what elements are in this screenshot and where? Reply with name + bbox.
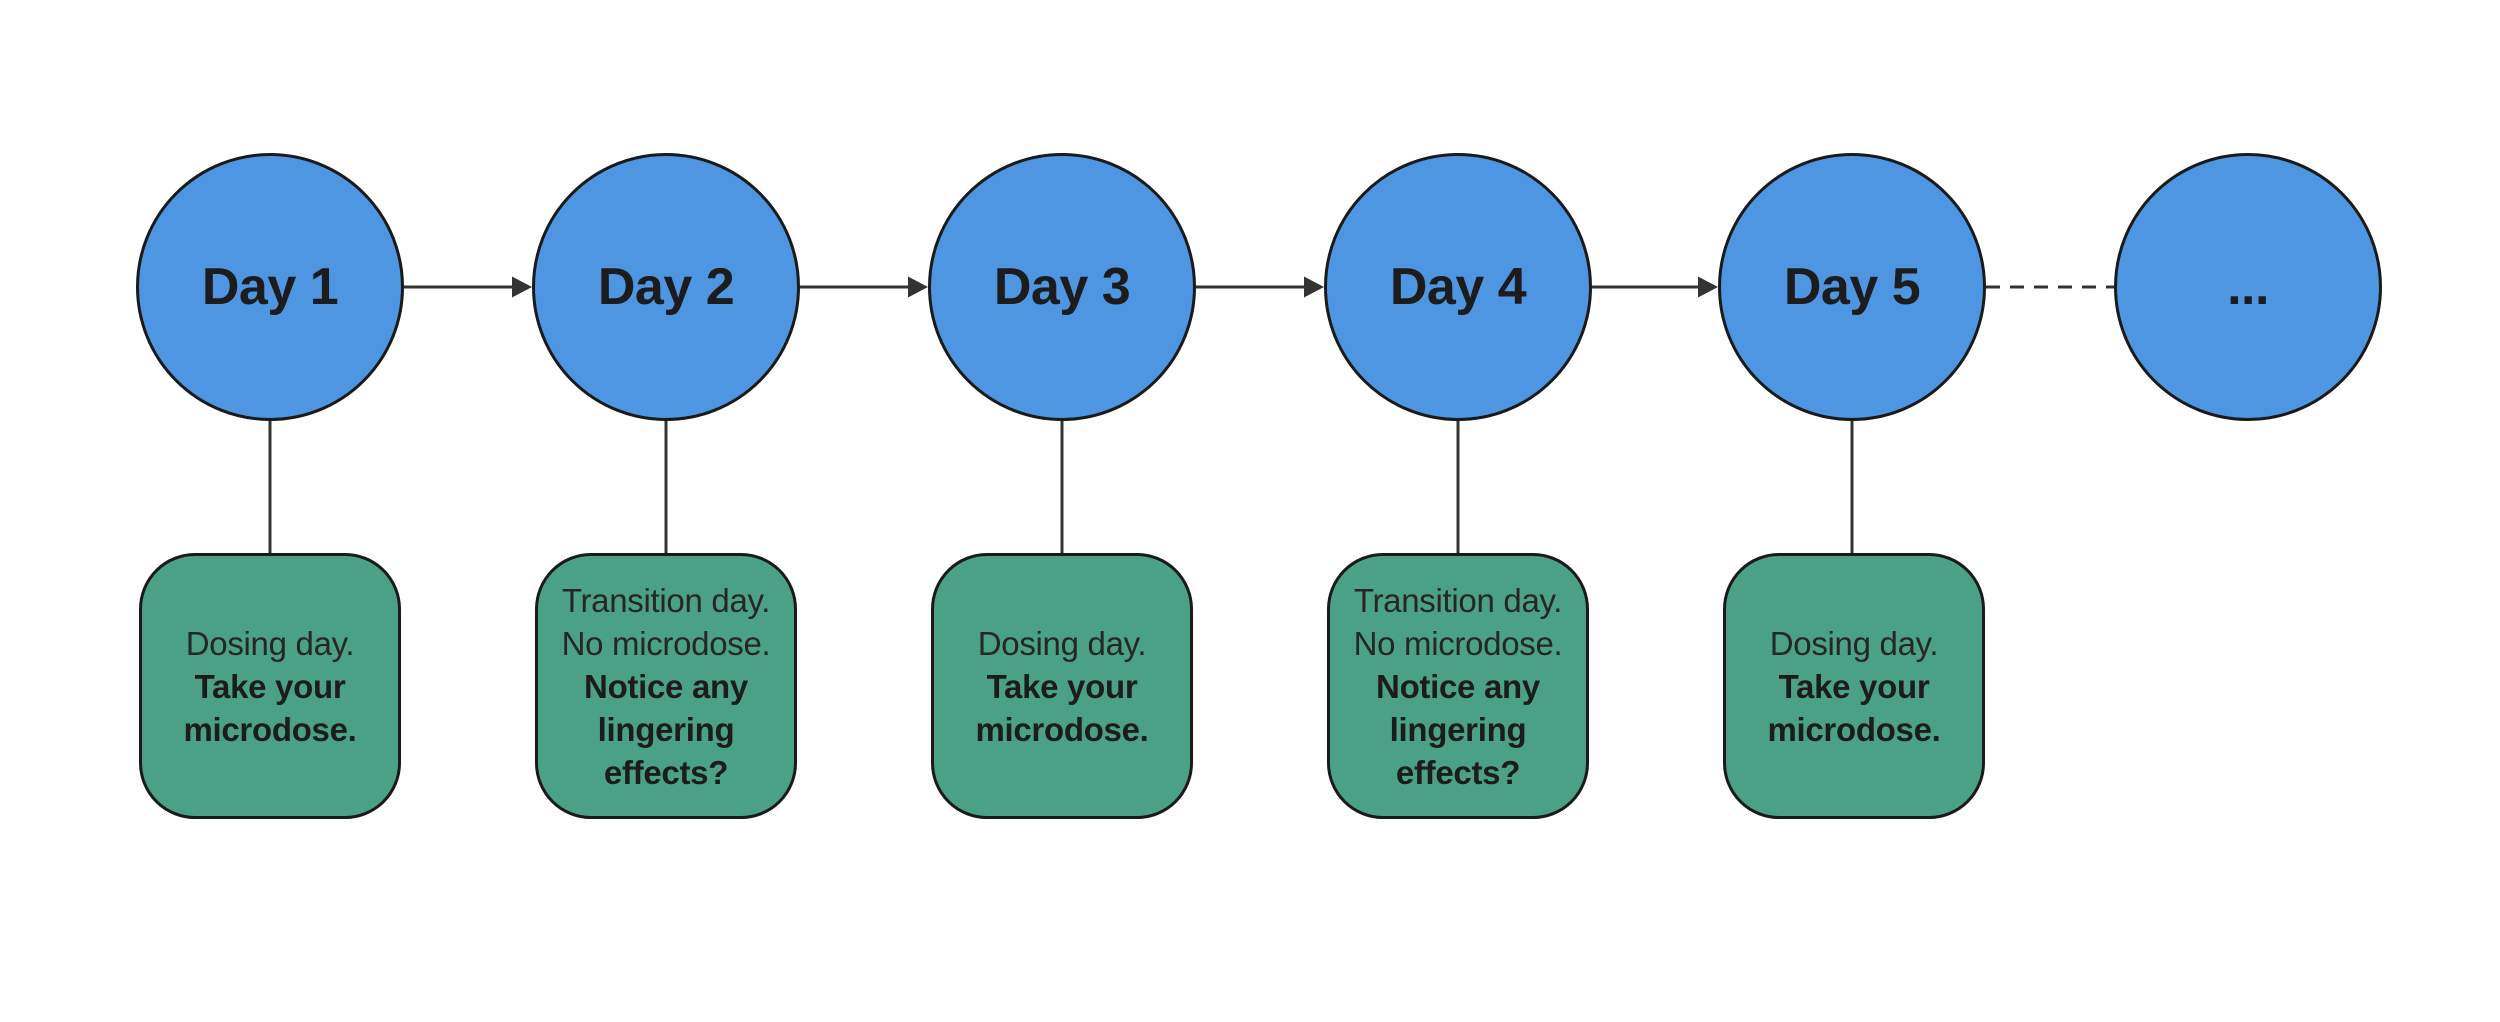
arrow-day4-day5 xyxy=(1592,276,1718,298)
note-day-2: Transition day. No microdose. Notice any… xyxy=(535,553,797,819)
note-day-4: Transition day. No microdose. Notice any… xyxy=(1327,553,1589,819)
arrow-day2-day3 xyxy=(800,276,928,298)
node-day-2-label: Day 2 xyxy=(597,258,735,316)
note-day-4-line-1: Transition day. xyxy=(1353,581,1563,619)
note-day-1-line-2: Take your xyxy=(194,667,346,705)
node-day-2: Day 2 xyxy=(532,153,800,421)
node-day-4: Day 4 xyxy=(1324,153,1592,421)
node-day-3-label: Day 3 xyxy=(993,258,1131,316)
note-day-1-line-1: Dosing day. xyxy=(185,624,355,662)
node-day-1: Day 1 xyxy=(136,153,404,421)
note-day-5-line-3: microdose. xyxy=(1767,710,1941,748)
note-day-2-line-5: effects? xyxy=(603,753,729,791)
note-day-5-line-1: Dosing day. xyxy=(1769,624,1939,662)
note-day-4-line-2: No microdose. xyxy=(1353,624,1563,662)
note-day-4-line-3: Notice any xyxy=(1376,667,1540,705)
note-day-3: Dosing day. Take your microdose. xyxy=(931,553,1193,819)
node-day-5: Day 5 xyxy=(1718,153,1986,421)
node-day-5-label: Day 5 xyxy=(1783,258,1921,316)
node-day-1-label: Day 1 xyxy=(201,258,339,316)
note-day-4-line-5: effects? xyxy=(1395,753,1521,791)
note-day-4-line-4: lingering xyxy=(1389,710,1527,748)
note-day-1: Dosing day. Take your microdose. xyxy=(139,553,401,819)
note-day-1-line-3: microdose. xyxy=(183,710,357,748)
node-more-days-label: ... xyxy=(2227,258,2269,316)
note-day-5-line-2: Take your xyxy=(1778,667,1930,705)
node-more-days: ... xyxy=(2114,153,2382,421)
arrow-day1-day2 xyxy=(404,276,532,298)
arrow-day3-day4 xyxy=(1196,276,1324,298)
note-day-3-line-1: Dosing day. xyxy=(977,624,1147,662)
node-day-3: Day 3 xyxy=(928,153,1196,421)
note-day-2-line-2: No microdose. xyxy=(561,624,771,662)
node-day-4-label: Day 4 xyxy=(1389,258,1527,316)
note-day-5: Dosing day. Take your microdose. xyxy=(1723,553,1985,819)
note-day-3-line-3: microdose. xyxy=(975,710,1149,748)
note-day-2-line-3: Notice any xyxy=(584,667,748,705)
note-day-2-line-1: Transition day. xyxy=(561,581,771,619)
note-day-3-line-2: Take your xyxy=(986,667,1138,705)
note-day-2-line-4: lingering xyxy=(597,710,735,748)
